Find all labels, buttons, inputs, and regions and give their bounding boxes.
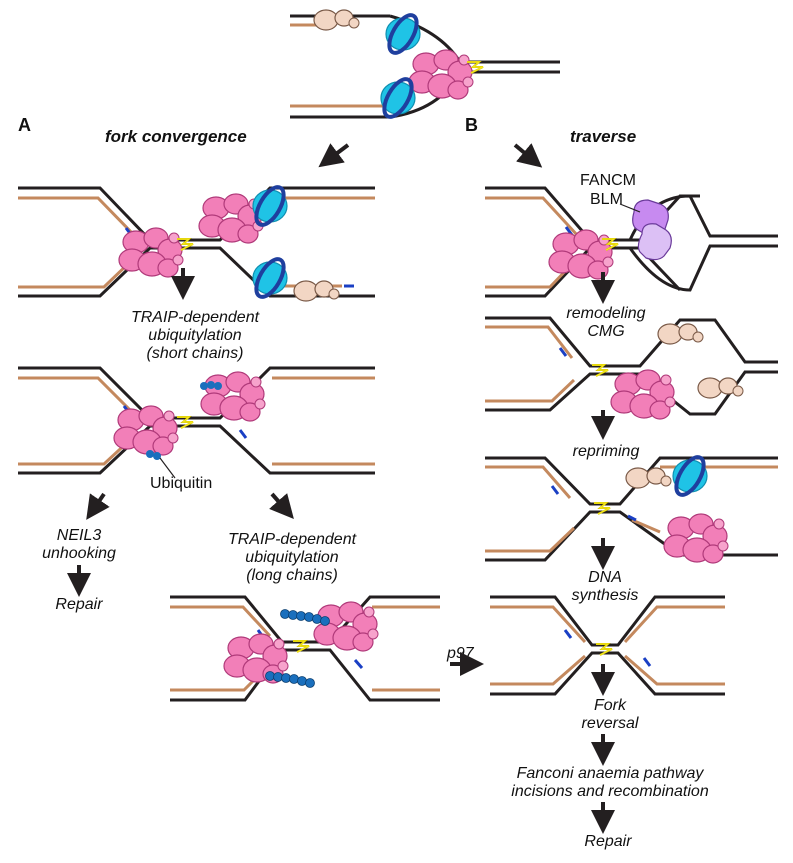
panel-b-label: B (465, 115, 478, 135)
traverse-state-1 (485, 186, 778, 298)
fancm-label: FANCM (580, 172, 636, 189)
traip-short-label-1: TRAIP-dependent (131, 309, 260, 326)
unhooking-label: unhooking (42, 545, 116, 562)
repair-left-label: Repair (55, 596, 103, 613)
repriming-label: repriming (573, 443, 640, 460)
panel-a-label: A (18, 115, 31, 135)
repair-right-label: Repair (584, 833, 632, 850)
traverse-state-4 (490, 595, 725, 696)
ubiquitin-label: Ubiquitin (150, 475, 212, 492)
arrow-to-traverse (513, 143, 543, 168)
traverse-state-3 (485, 450, 778, 564)
fanconi-label-1: Fanconi anaemia pathway (517, 765, 705, 782)
arrow-to-traip-long (269, 492, 294, 520)
arrow-to-neil3 (86, 492, 110, 520)
fanconi-label-2: incisions and recombination (511, 783, 709, 800)
reversal-label: reversal (582, 715, 639, 732)
traip-short-label-2: ubiquitylation (148, 327, 242, 344)
synthesis-label: synthesis (572, 587, 639, 604)
arrow-to-convergence (318, 143, 350, 168)
traip-short-label-3: (short chains) (147, 345, 244, 362)
traip-long-label-1: TRAIP-dependent (228, 531, 357, 548)
traip-long-label-3: (long chains) (246, 567, 338, 584)
dna-label: DNA (588, 569, 622, 586)
fork-convergence-state-3 (170, 595, 440, 702)
remodeling-label: remodeling (566, 305, 645, 322)
fork-label: Fork (594, 697, 627, 714)
header-traverse: traverse (570, 127, 636, 146)
traip-long-label-2: ubiquitylation (245, 549, 339, 566)
neil3-label: NEIL3 (57, 527, 102, 544)
cmg-label: CMG (587, 323, 624, 340)
top-fork (290, 8, 560, 124)
fork-convergence-state-1 (18, 180, 375, 304)
blm-label: BLM (590, 191, 623, 208)
fork-convergence-state-2 (18, 366, 375, 479)
p97-label: p97 (446, 645, 475, 662)
traverse-state-2 (485, 316, 778, 420)
header-fork-convergence: fork convergence (105, 127, 247, 146)
